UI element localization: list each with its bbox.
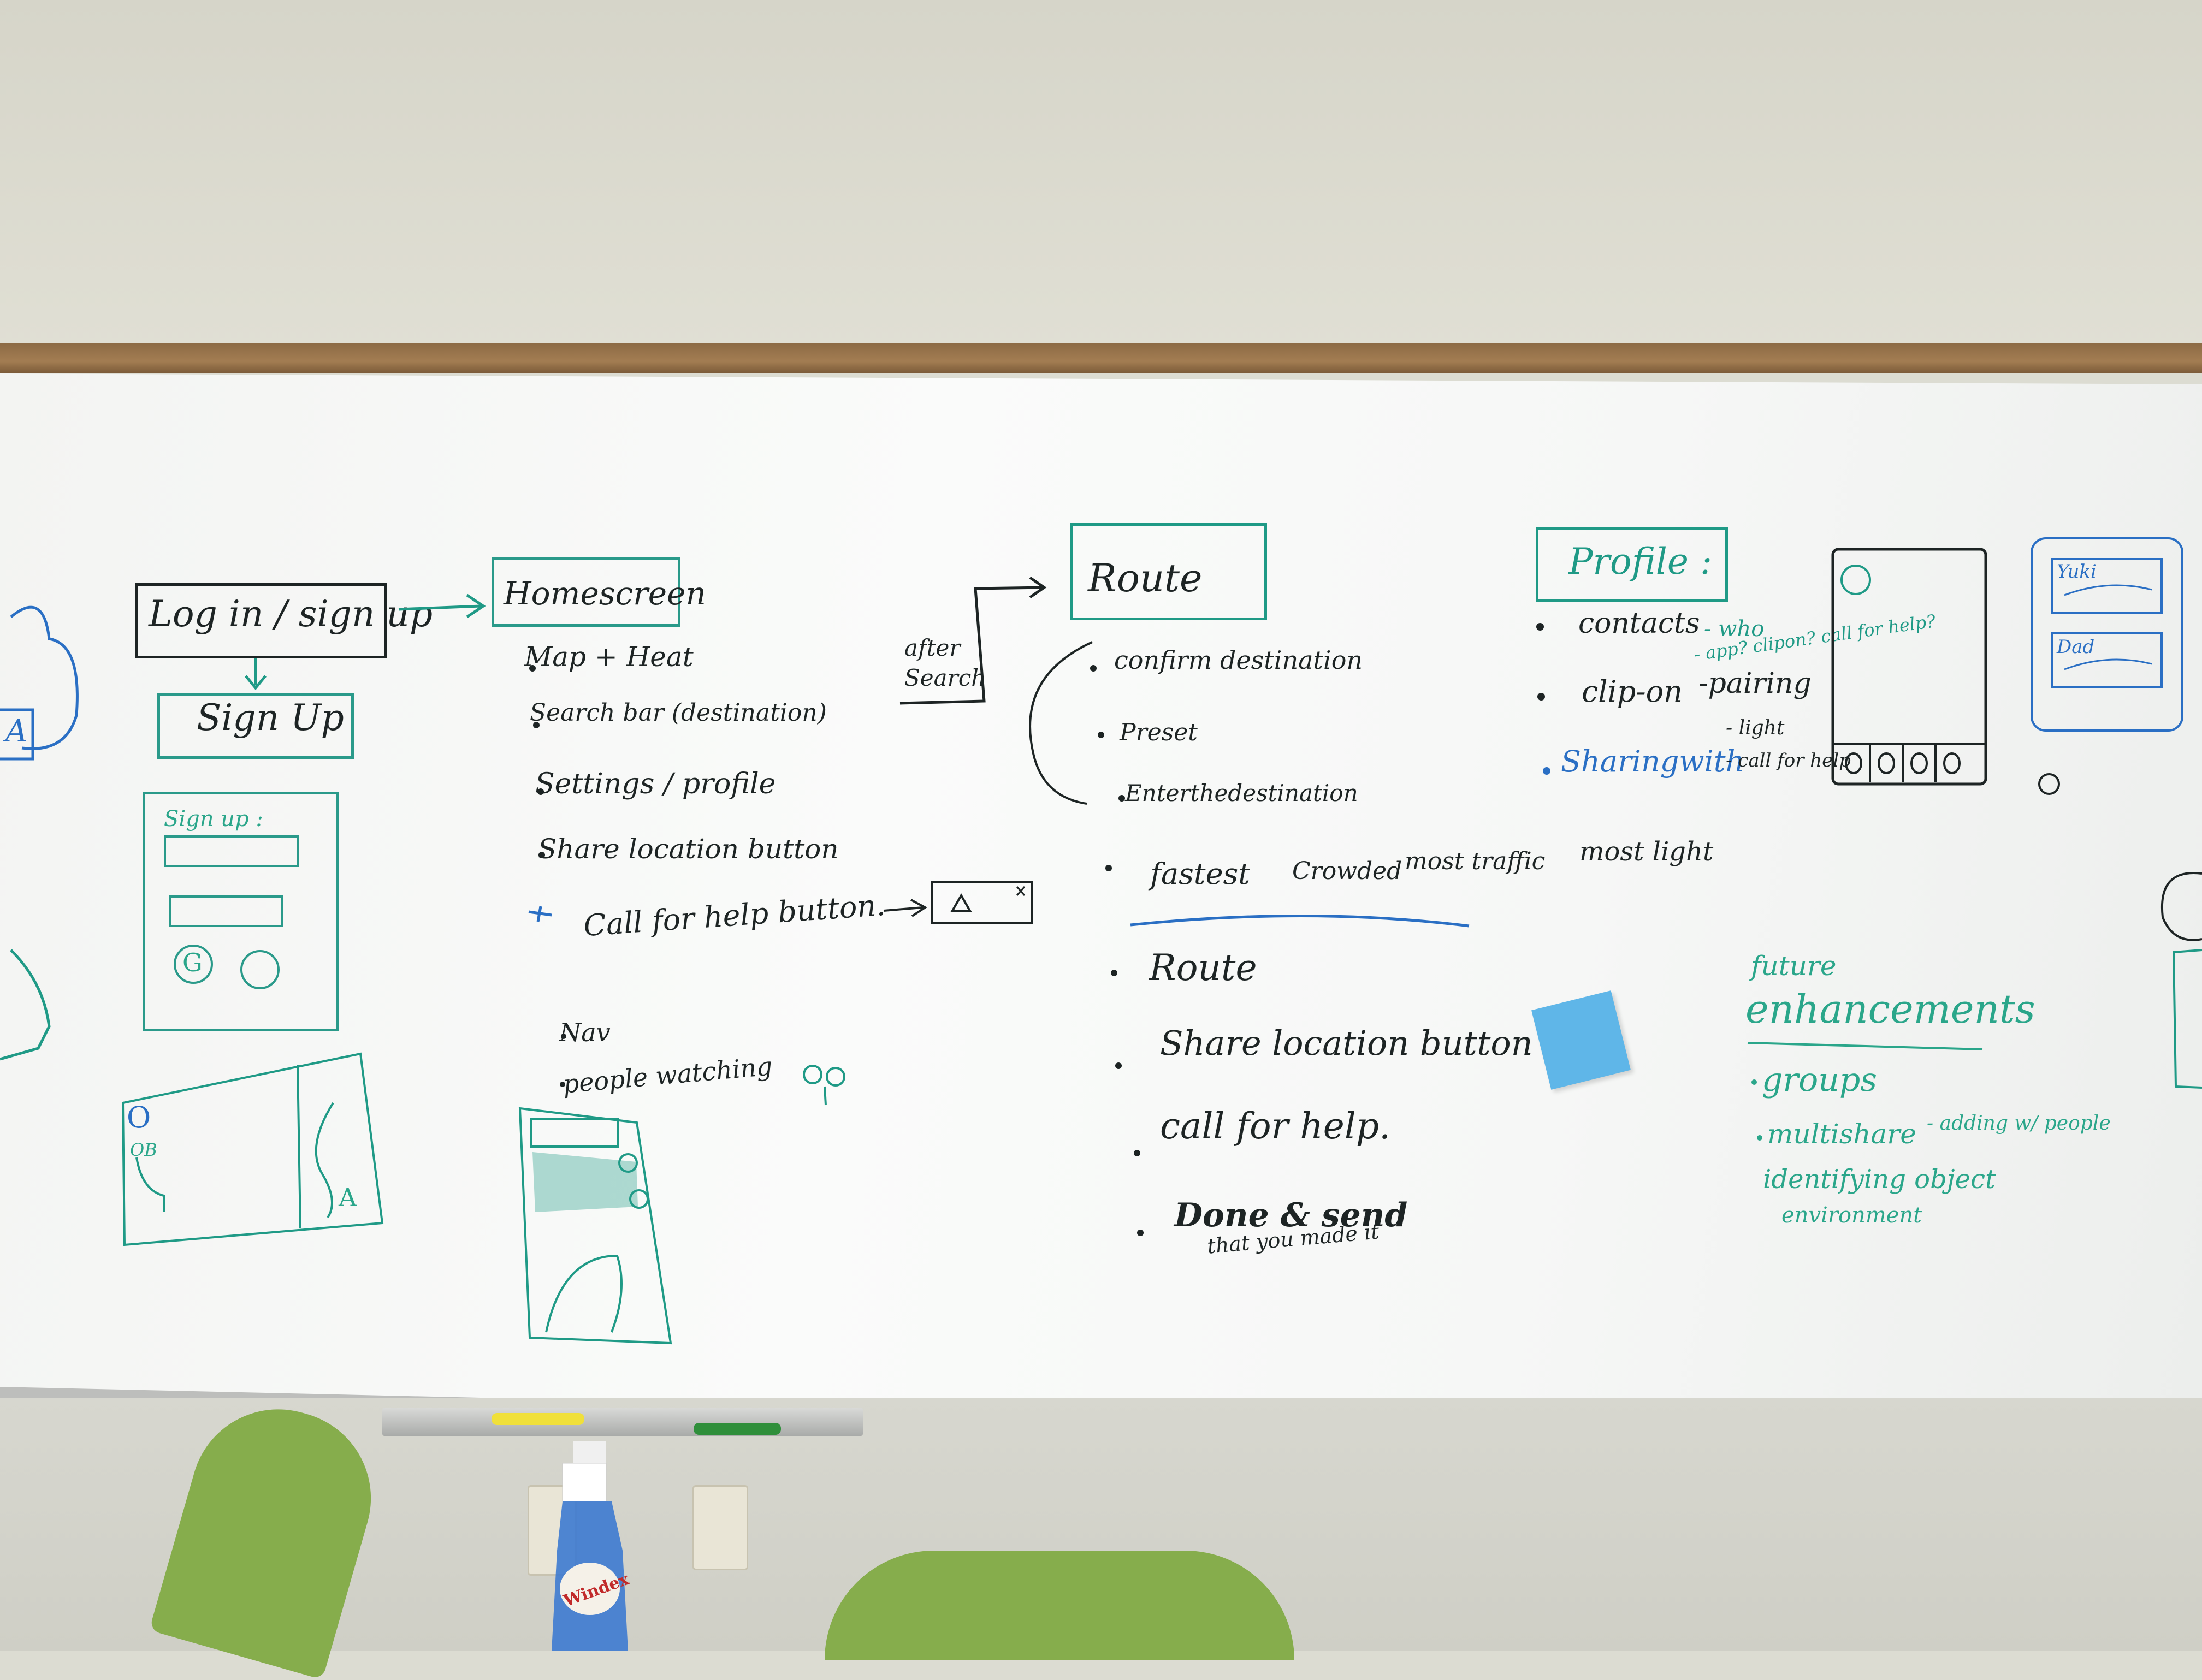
cork-strip bbox=[0, 343, 2202, 373]
route-opt-light: most light bbox=[1579, 836, 1714, 867]
route-title: Route bbox=[1088, 556, 1203, 601]
chair-right bbox=[825, 1551, 1294, 1660]
signup-label: Sign Up bbox=[197, 697, 344, 739]
profile-contacts-note: - who bbox=[1704, 616, 1765, 642]
route-item2-done: Done & send bbox=[1174, 1196, 1408, 1234]
profile-box bbox=[1536, 527, 1728, 602]
signup-field-2 bbox=[169, 895, 283, 927]
margin-mark-a: A bbox=[5, 714, 28, 749]
profile-contacts: contacts bbox=[1578, 607, 1700, 640]
profile-clipon-note: -pairing bbox=[1698, 667, 1812, 700]
route-item-preset: Preset bbox=[1120, 719, 1198, 746]
social-circle bbox=[240, 950, 280, 989]
homescreen-title: Homescreen bbox=[504, 575, 706, 612]
profile-sharing-note2: - call for help bbox=[1726, 750, 1851, 771]
signup-box bbox=[157, 693, 354, 759]
home-item-settings: Settings / profile bbox=[535, 768, 776, 800]
card-dad: Dad bbox=[2057, 636, 2095, 658]
marker-tray bbox=[382, 1408, 863, 1436]
route-item-confirm: confirm destination bbox=[1114, 645, 1363, 675]
profile-sharing-note1: - light bbox=[1726, 717, 1785, 739]
future-multishare: multishare bbox=[1767, 1118, 1916, 1150]
home-item-map: Map + Heat bbox=[524, 641, 694, 673]
route-opt-traffic: most traffic bbox=[1405, 847, 1546, 875]
route-opt-fastest: fastest bbox=[1150, 857, 1250, 891]
route-opt-crowded: Crowded bbox=[1292, 857, 1402, 885]
future-title-2: enhancements bbox=[1745, 986, 2035, 1032]
signup-form-label: Sign up : bbox=[164, 806, 263, 832]
route-item-enter: Enterthedestination bbox=[1125, 780, 1358, 806]
signup-form-sketch bbox=[143, 792, 339, 1031]
route-box bbox=[1070, 523, 1267, 620]
map-mark-ob: OB bbox=[130, 1139, 157, 1160]
yellow-marker bbox=[492, 1413, 584, 1425]
route-item2-call: call for help. bbox=[1160, 1105, 1391, 1147]
spray-bottle bbox=[552, 1441, 628, 1651]
home-item-nav: Nav bbox=[559, 1018, 611, 1047]
profile-sharing: Sharingwith bbox=[1561, 744, 1745, 779]
homescreen-box bbox=[492, 557, 680, 627]
future-identifying: identifying object bbox=[1763, 1164, 1996, 1195]
future-multishare-note: - adding w/ people bbox=[1927, 1112, 2111, 1135]
route-item2-share: Share location button bbox=[1160, 1023, 1533, 1063]
card-yuki: Yuki bbox=[2057, 561, 2097, 583]
whiteboard bbox=[0, 373, 2202, 1455]
map-mark-o: O bbox=[127, 1100, 151, 1135]
power-outlet bbox=[692, 1485, 748, 1570]
future-identifying-note: environment bbox=[1781, 1203, 1922, 1228]
login-title: Log in / sign up bbox=[149, 593, 433, 635]
home-item-search: Search bar (destination) bbox=[530, 699, 827, 727]
future-title-1: future bbox=[1751, 950, 1837, 982]
after-search-label: after Search bbox=[904, 634, 986, 691]
route-item2-route: Route bbox=[1149, 947, 1257, 989]
map-mark-a: A bbox=[339, 1183, 357, 1212]
future-groups: groups bbox=[1762, 1061, 1878, 1099]
profile-clipon: clip-on bbox=[1582, 674, 1683, 709]
profile-title: Profile : bbox=[1568, 541, 1713, 583]
green-marker bbox=[694, 1423, 781, 1435]
google-circle bbox=[174, 945, 213, 984]
signup-field-1 bbox=[164, 835, 299, 867]
home-item-share: Share location button bbox=[538, 833, 839, 865]
login-box bbox=[135, 583, 387, 658]
google-letter: G bbox=[182, 948, 203, 977]
wall bbox=[0, 0, 2202, 349]
